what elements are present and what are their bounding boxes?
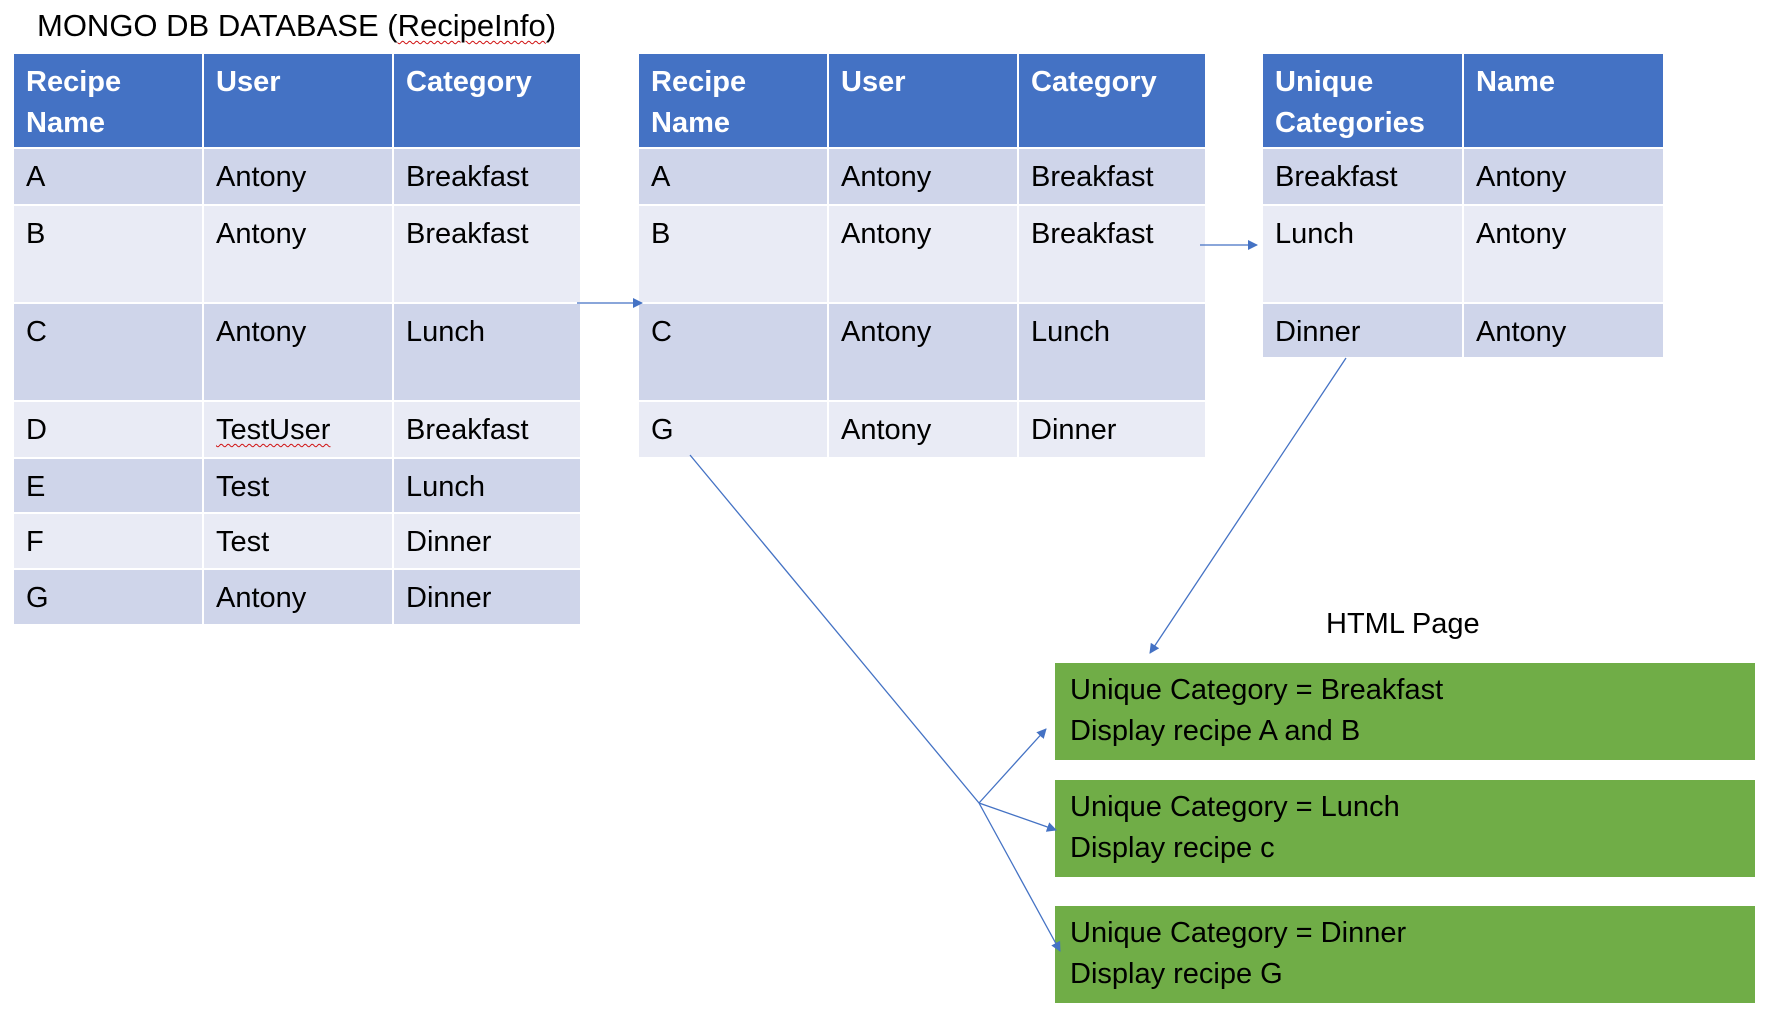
cell-category: Lunch: [392, 302, 582, 402]
table-row: F Test Dinner: [12, 512, 582, 570]
cell-user: TestUser: [202, 400, 394, 459]
cell-category: Breakfast: [392, 147, 582, 206]
category-box-lunch: Unique Category = Lunch Display recipe c: [1055, 780, 1755, 877]
column-header-name: Name: [1462, 52, 1665, 149]
cell-user: Test: [202, 457, 394, 514]
cell-category: Dinner: [1017, 400, 1207, 459]
cell-user: Antony: [202, 302, 394, 402]
table-row: A Antony Breakfast: [637, 147, 1207, 206]
table-row: Dinner Antony: [1261, 302, 1665, 359]
cell-recipe-name: A: [12, 147, 204, 206]
column-header-user: User: [202, 52, 394, 149]
category-box-recipes: Display recipe A and B: [1070, 715, 1361, 747]
cell-user: Antony: [827, 400, 1019, 459]
title-prefix: MONGO DB DATABASE (: [37, 8, 398, 43]
spellcheck-flagged-user: TestUser: [216, 414, 331, 446]
cell-category: Lunch: [392, 457, 582, 514]
category-box-recipes: Display recipe c: [1070, 832, 1275, 864]
arrow-split-to-dinner: [978, 802, 1061, 952]
cell-user: Antony: [827, 302, 1019, 402]
diagram-title: MONGO DB DATABASE (RecipeInfo): [37, 6, 556, 46]
arrow-split-to-lunch: [978, 802, 1057, 832]
cell-user: Test: [202, 512, 394, 570]
cell-category: Breakfast: [1017, 147, 1207, 206]
table-row: E Test Lunch: [12, 457, 582, 514]
cell-user: Antony: [827, 147, 1019, 206]
table-row: Lunch Antony: [1261, 204, 1665, 304]
cell-user: Antony: [202, 147, 394, 206]
category-box-dinner: Unique Category = Dinner Display recipe …: [1055, 906, 1755, 1003]
cell-name: Antony: [1462, 147, 1665, 206]
cell-category: Dinner: [392, 568, 582, 626]
title-collection-name: RecipeInfo: [397, 8, 546, 43]
cell-recipe-name: F: [12, 512, 204, 570]
source-recipes-table: Recipe Name User Category A Antony Break…: [12, 52, 582, 626]
cell-recipe-name: G: [12, 568, 204, 626]
html-page-label: HTML Page: [1326, 608, 1480, 640]
cell-recipe-name: B: [12, 204, 204, 304]
cell-category: Lunch: [1017, 302, 1207, 402]
cell-category: Breakfast: [1017, 204, 1207, 304]
column-header-category: Category: [392, 52, 582, 149]
table-header-row: Recipe Name User Category: [12, 52, 582, 149]
cell-user: Antony: [202, 568, 394, 626]
cell-category: Dinner: [392, 512, 582, 570]
cell-recipe-name: A: [637, 147, 829, 206]
cell-recipe-name: G: [637, 400, 829, 459]
category-box-heading: Unique Category = Breakfast: [1070, 674, 1444, 706]
table-row: G Antony Dinner: [637, 400, 1207, 459]
column-header-recipe-name: Recipe Name: [637, 52, 829, 149]
cell-name: Antony: [1462, 204, 1665, 304]
table-row: B Antony Breakfast: [12, 204, 582, 304]
column-header-category: Category: [1017, 52, 1207, 149]
cell-name: Antony: [1462, 302, 1665, 359]
table-header-row: Recipe Name User Category: [637, 52, 1207, 149]
cell-unique-category: Breakfast: [1261, 147, 1464, 206]
cell-user: Antony: [827, 204, 1019, 304]
table-row: B Antony Breakfast: [637, 204, 1207, 304]
cell-recipe-name: E: [12, 457, 204, 514]
filtered-recipes-table: Recipe Name User Category A Antony Break…: [637, 52, 1207, 459]
connector-filtered-to-split: [689, 454, 980, 804]
category-box-breakfast: Unique Category = Breakfast Display reci…: [1055, 663, 1755, 760]
table-row: C Antony Lunch: [12, 302, 582, 402]
cell-recipe-name: C: [637, 302, 829, 402]
table-header-row: Unique Categories Name: [1261, 52, 1665, 149]
arrow-split-to-breakfast: [978, 728, 1047, 804]
cell-unique-category: Dinner: [1261, 302, 1464, 359]
cell-unique-category: Lunch: [1261, 204, 1464, 304]
category-box-recipes: Display recipe G: [1070, 958, 1283, 990]
table-row: Breakfast Antony: [1261, 147, 1665, 206]
column-header-unique-categories: Unique Categories: [1261, 52, 1464, 149]
category-box-heading: Unique Category = Dinner: [1070, 917, 1407, 949]
column-header-user: User: [827, 52, 1019, 149]
table-row: G Antony Dinner: [12, 568, 582, 626]
cell-recipe-name: B: [637, 204, 829, 304]
table-row: C Antony Lunch: [637, 302, 1207, 402]
category-box-heading: Unique Category = Lunch: [1070, 791, 1400, 823]
cell-recipe-name: D: [12, 400, 204, 459]
column-header-recipe-name: Recipe Name: [12, 52, 204, 149]
cell-category: Breakfast: [392, 400, 582, 459]
cell-recipe-name: C: [12, 302, 204, 402]
table-row: D TestUser Breakfast: [12, 400, 582, 459]
unique-categories-table: Unique Categories Name Breakfast Antony …: [1261, 52, 1665, 359]
cell-category: Breakfast: [392, 204, 582, 304]
title-suffix: ): [545, 8, 557, 43]
cell-user: Antony: [202, 204, 394, 304]
table-row: A Antony Breakfast: [12, 147, 582, 206]
